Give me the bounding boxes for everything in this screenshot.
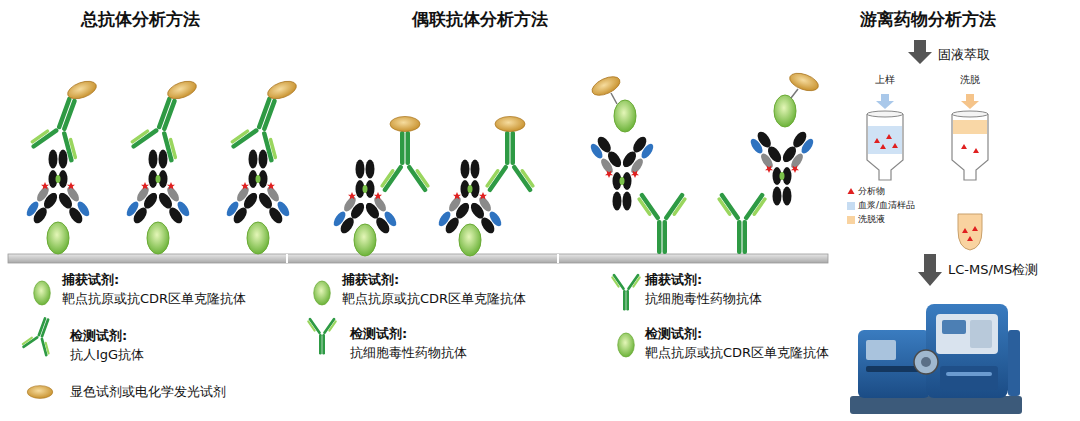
cartridge-graphic — [855, 94, 915, 184]
conjugated-antibody-assay-drug-capture — [588, 70, 821, 254]
legend-swatch — [847, 202, 855, 210]
label-text: 固液萃取 — [938, 47, 990, 63]
cartridge-graphic — [940, 94, 1000, 184]
legend-text: 靶点抗原或抗CDR区单克隆抗体 — [62, 291, 246, 307]
node-label: 上样 — [852, 74, 918, 86]
cartridge-drawing — [855, 94, 915, 184]
legend-text: 抗细胞毒性药物抗体 — [350, 345, 467, 361]
legend-text: 靶点抗原或抗CDR区单克隆抗体 — [342, 291, 526, 307]
legend-text: 分析物 — [858, 186, 885, 197]
conjugated-antibody-assay — [331, 117, 537, 257]
legend-text: 检测试剂: — [645, 326, 702, 342]
legend-text: 显色试剂或电化学发光试剂 — [70, 384, 226, 400]
legend-text: 检测试剂: — [350, 326, 407, 342]
cartridge-drawing — [940, 94, 1000, 184]
sample-cartridge: 洗脱 — [937, 74, 1003, 184]
legend-swatch — [847, 216, 855, 224]
label-text: 总抗体分析方法 — [81, 9, 200, 29]
legend-text: 捕获试剂: — [342, 272, 399, 288]
label-text: LC-MS/MS检测 — [948, 262, 1038, 278]
label-text: 偶联抗体分析方法 — [412, 9, 548, 29]
legend-text: 洗脱液 — [858, 214, 885, 225]
sample-cartridge: 上样 — [852, 74, 918, 184]
legend-text: 捕获试剂: — [62, 272, 119, 288]
plate-surface — [8, 254, 828, 263]
legend-text: 抗人IgG抗体 — [70, 347, 144, 363]
node-label: 洗脱 — [937, 74, 1003, 86]
total-antibody-assay — [24, 78, 299, 254]
legend-text: 靶点抗原或抗CDR区单克隆抗体 — [645, 345, 829, 361]
legend-icons — [19, 273, 642, 398]
legend-text: 血浆/血清样品 — [858, 200, 915, 211]
label-text: 游离药物分析方法 — [860, 9, 996, 29]
legend-text: 抗细胞毒性药物抗体 — [645, 291, 762, 307]
lc-ms-instrument — [850, 304, 1022, 414]
legend-text: 捕获试剂: — [645, 272, 702, 288]
legend-text: 检测试剂: — [70, 328, 127, 344]
